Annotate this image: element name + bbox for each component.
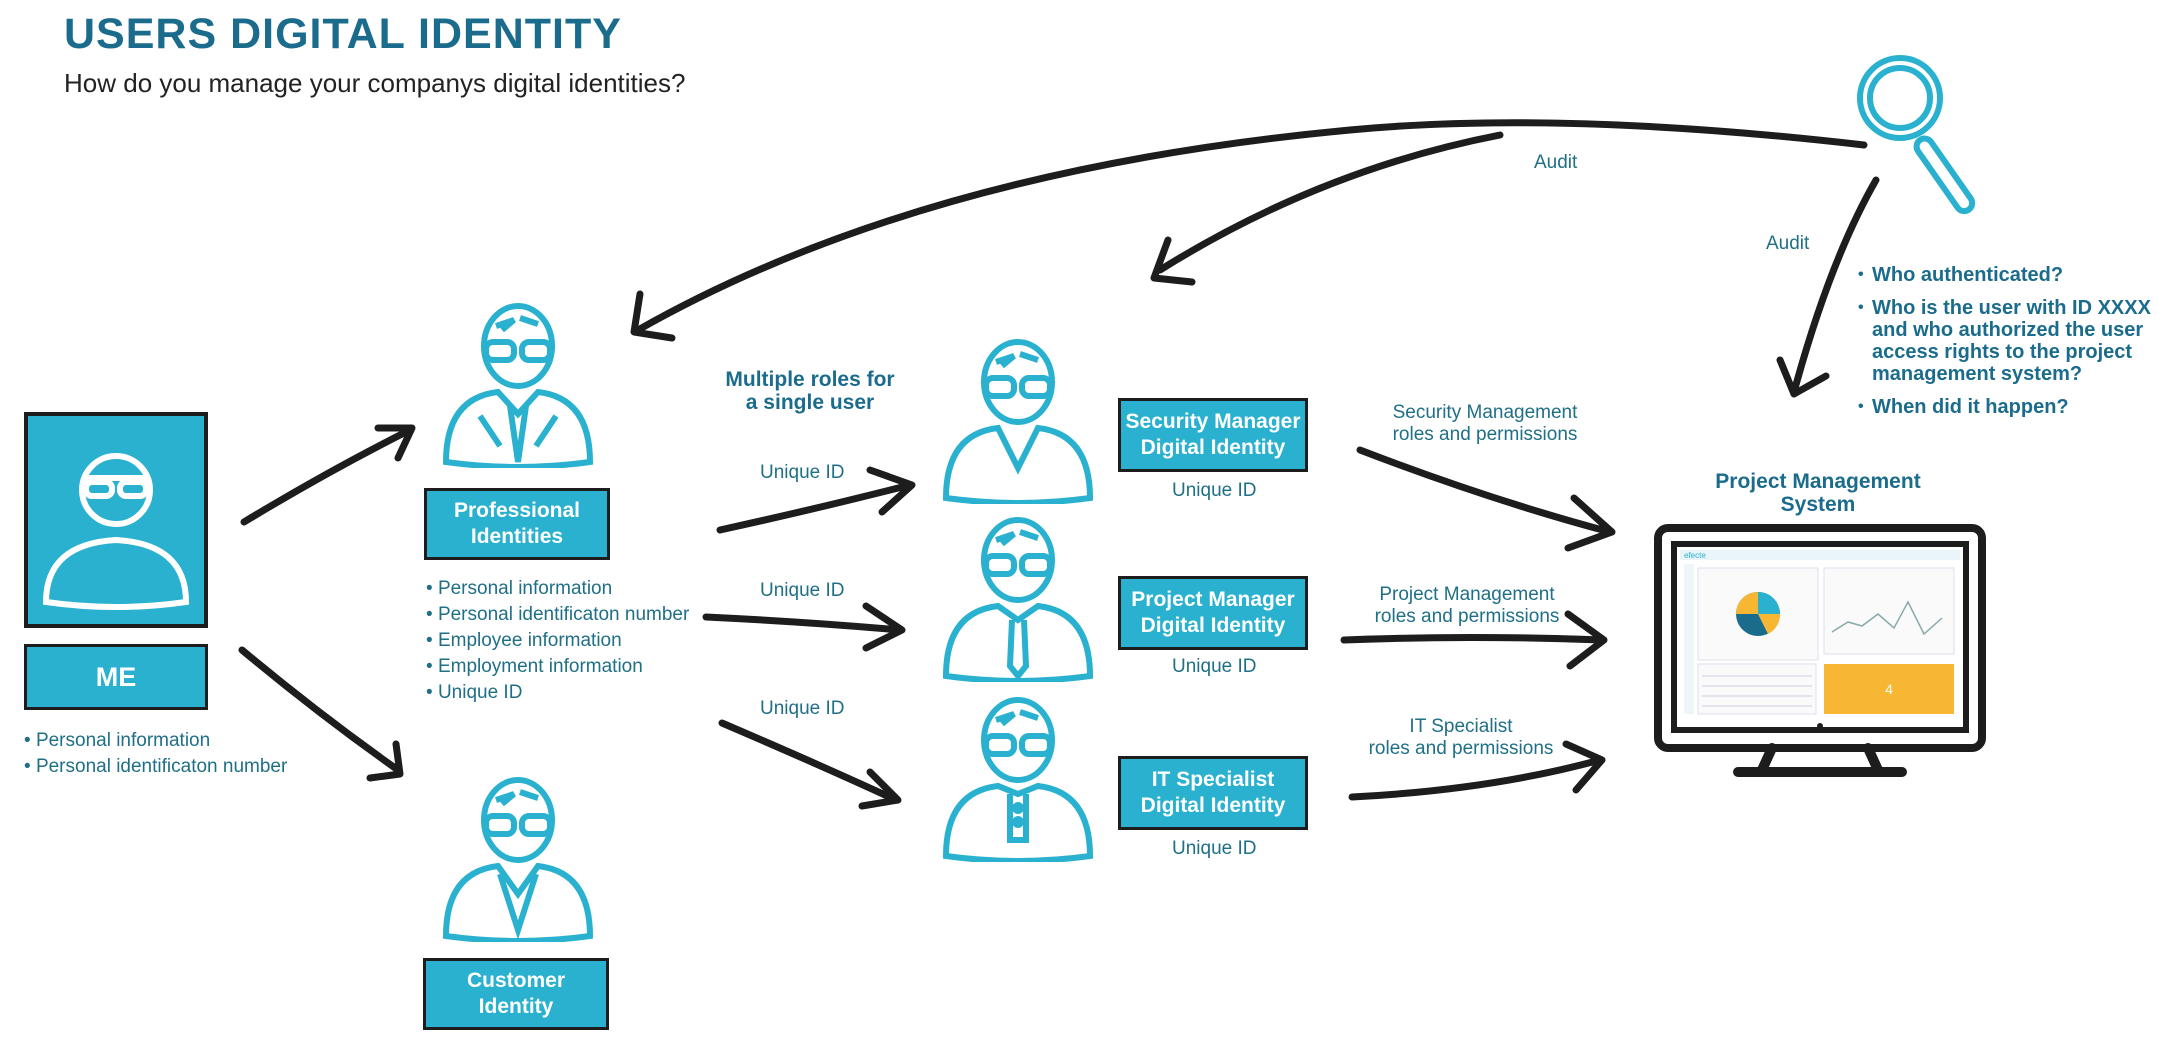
monitor-icon: efecte 4: [1654, 524, 1986, 777]
list-item: Employee information: [426, 628, 689, 654]
arrow-audit-to-system: [1790, 176, 1880, 396]
customer-line1: Customer: [466, 969, 566, 992]
it-roles-label: IT Specialist roles and permissions: [1356, 716, 1566, 760]
list-item: Personal information: [24, 728, 287, 754]
page-subtitle: How do you manage your companys digital …: [64, 68, 686, 98]
roles-line1: Project Management: [1379, 584, 1555, 605]
arrow-to-project-manager: [702, 613, 904, 634]
arrow-me-to-professional: [240, 426, 414, 526]
screen-tile-value: 4: [1885, 681, 1893, 697]
multiple-roles-note: Multiple roles for a single user: [700, 368, 920, 414]
list-item: Employment information: [426, 654, 689, 680]
professional-bullets: Personal information Personal identifica…: [426, 576, 689, 706]
arrow-project-to-system: [1340, 634, 1606, 644]
arrow-audit-to-security: [1156, 131, 1504, 274]
unique-id-label: Unique ID: [1172, 656, 1257, 677]
me-avatar-panel: [24, 412, 208, 628]
identity-line1: IT Specialist: [1151, 768, 1275, 791]
roles-note-line2: a single user: [745, 391, 875, 414]
professional-line2: Identities: [470, 525, 564, 548]
identity-line1: Project Manager: [1131, 588, 1295, 611]
identity-line2: Digital Identity: [1140, 794, 1286, 817]
list-item: Personal identificaton number: [24, 754, 287, 780]
audit-label: Audit: [1534, 152, 1578, 173]
customer-line2: Identity: [478, 995, 554, 1018]
me-box: ME: [24, 644, 208, 710]
customer-person-icon: [442, 777, 594, 942]
audit-questions: Who authenticated? Who is the user with …: [1858, 264, 2168, 429]
professional-person-icon: [442, 303, 594, 468]
professional-line1: Professional: [453, 499, 581, 522]
arrow-me-to-customer: [238, 646, 402, 774]
system-line2: System: [1780, 493, 1856, 516]
list-item: Personal information: [426, 576, 689, 602]
project-roles-label: Project Management roles and permissions: [1362, 584, 1572, 628]
roles-line1: Security Management: [1392, 402, 1578, 423]
arrow-it-to-system: [1348, 756, 1604, 801]
security-person-icon: [942, 339, 1094, 504]
identity-line2: Digital Identity: [1140, 614, 1286, 637]
system-line1: Project Management: [1715, 470, 1921, 493]
screen-logo: efecte: [1684, 551, 1706, 560]
arrow-to-security: [716, 481, 914, 534]
list-item: Personal identificaton number: [426, 602, 689, 628]
roles-line2: roles and permissions: [1392, 424, 1578, 445]
unique-id-label: Unique ID: [760, 580, 845, 601]
unique-id-label: Unique ID: [1172, 480, 1257, 501]
page-title: USERS DIGITAL IDENTITY: [64, 10, 622, 58]
me-bullets: Personal information Personal identifica…: [24, 728, 287, 780]
project-manager-person-icon: [942, 517, 1094, 682]
roles-line1: IT Specialist: [1409, 716, 1513, 737]
security-roles-label: Security Management roles and permission…: [1380, 402, 1590, 446]
unique-id-label: Unique ID: [1172, 838, 1257, 859]
unique-id-label: Unique ID: [760, 698, 845, 719]
roles-line2: roles and permissions: [1374, 606, 1560, 627]
identity-line2: Digital Identity: [1140, 436, 1286, 459]
list-item: When did it happen?: [1858, 396, 2168, 418]
identity-line1: Security Manager: [1125, 410, 1301, 433]
unique-id-label: Unique ID: [760, 462, 845, 483]
list-item: Who is the user with ID XXXX and who aut…: [1858, 297, 2168, 385]
list-item: Who authenticated?: [1858, 264, 2168, 286]
it-specialist-person-icon: [942, 697, 1094, 862]
system-title: Project Management System: [1668, 470, 1968, 516]
audit-label: Audit: [1766, 233, 1810, 254]
roles-line2: roles and permissions: [1368, 738, 1554, 759]
roles-note-line1: Multiple roles for: [725, 368, 895, 391]
magnifier-icon: [1857, 55, 1976, 215]
arrow-security-to-system: [1356, 446, 1614, 536]
arrow-audit-to-professional: [634, 119, 1868, 334]
list-item: Unique ID: [426, 680, 689, 706]
arrow-to-it-specialist: [718, 719, 900, 804]
me-label: ME: [95, 662, 137, 692]
